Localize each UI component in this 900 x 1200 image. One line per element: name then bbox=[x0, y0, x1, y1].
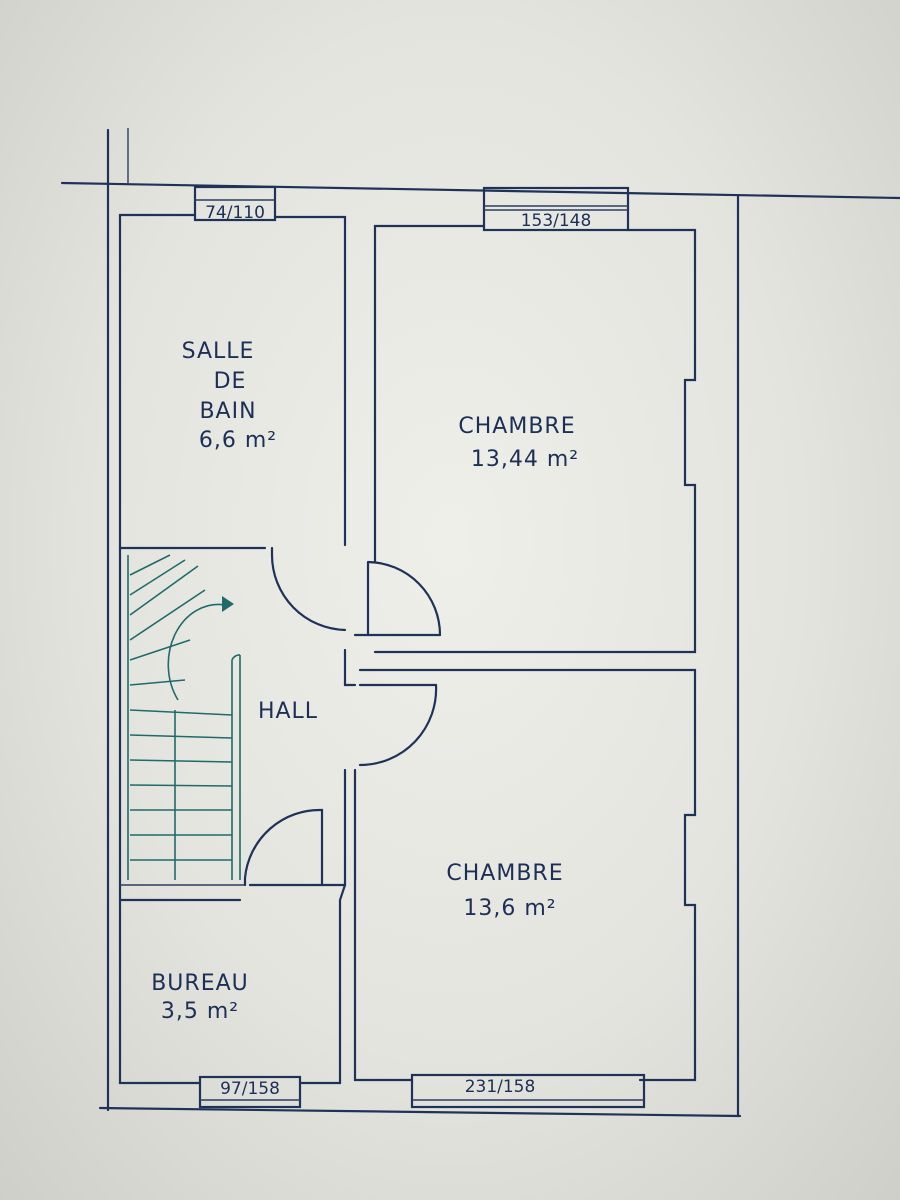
room-bureau: BUREAU 3,5 m² bbox=[151, 971, 249, 1024]
room-chambre-1: CHAMBRE 13,44 m² bbox=[458, 414, 579, 472]
window-3: 97/158 bbox=[198, 1075, 302, 1109]
room-salle-de-bain: SALLE DE BAIN 6,6 m² bbox=[182, 339, 277, 453]
window-dimension: 97/158 bbox=[220, 1079, 280, 1099]
window-dimension: 74/110 bbox=[205, 203, 265, 223]
room-area: 13,44 m² bbox=[471, 447, 579, 472]
room-name: HALL bbox=[258, 699, 318, 724]
room-name: CHAMBRE bbox=[446, 861, 563, 886]
doors bbox=[243, 546, 442, 887]
room-hall: HALL bbox=[258, 699, 318, 724]
window-1: 74/110 bbox=[193, 185, 277, 223]
room-area: 6,6 m² bbox=[199, 428, 277, 453]
room-area: 3,5 m² bbox=[161, 999, 239, 1024]
room-name: BUREAU bbox=[151, 971, 249, 996]
room-name: DE bbox=[214, 369, 247, 394]
exterior-walls bbox=[60, 128, 900, 1118]
room-walls bbox=[118, 213, 697, 1085]
window-2: 153/148 bbox=[482, 186, 630, 232]
room-chambre-2: CHAMBRE 13,6 m² bbox=[446, 861, 563, 921]
room-area: 13,6 m² bbox=[463, 896, 556, 921]
room-name: BAIN bbox=[199, 399, 256, 424]
window-4: 231/158 bbox=[410, 1073, 646, 1109]
room-name: SALLE bbox=[182, 339, 255, 364]
room-name: CHAMBRE bbox=[458, 414, 575, 439]
stair-direction-arrow-icon bbox=[222, 596, 234, 612]
staircase bbox=[127, 554, 241, 880]
window-dimension: 231/158 bbox=[465, 1077, 536, 1097]
window-dimension: 153/148 bbox=[521, 211, 592, 231]
